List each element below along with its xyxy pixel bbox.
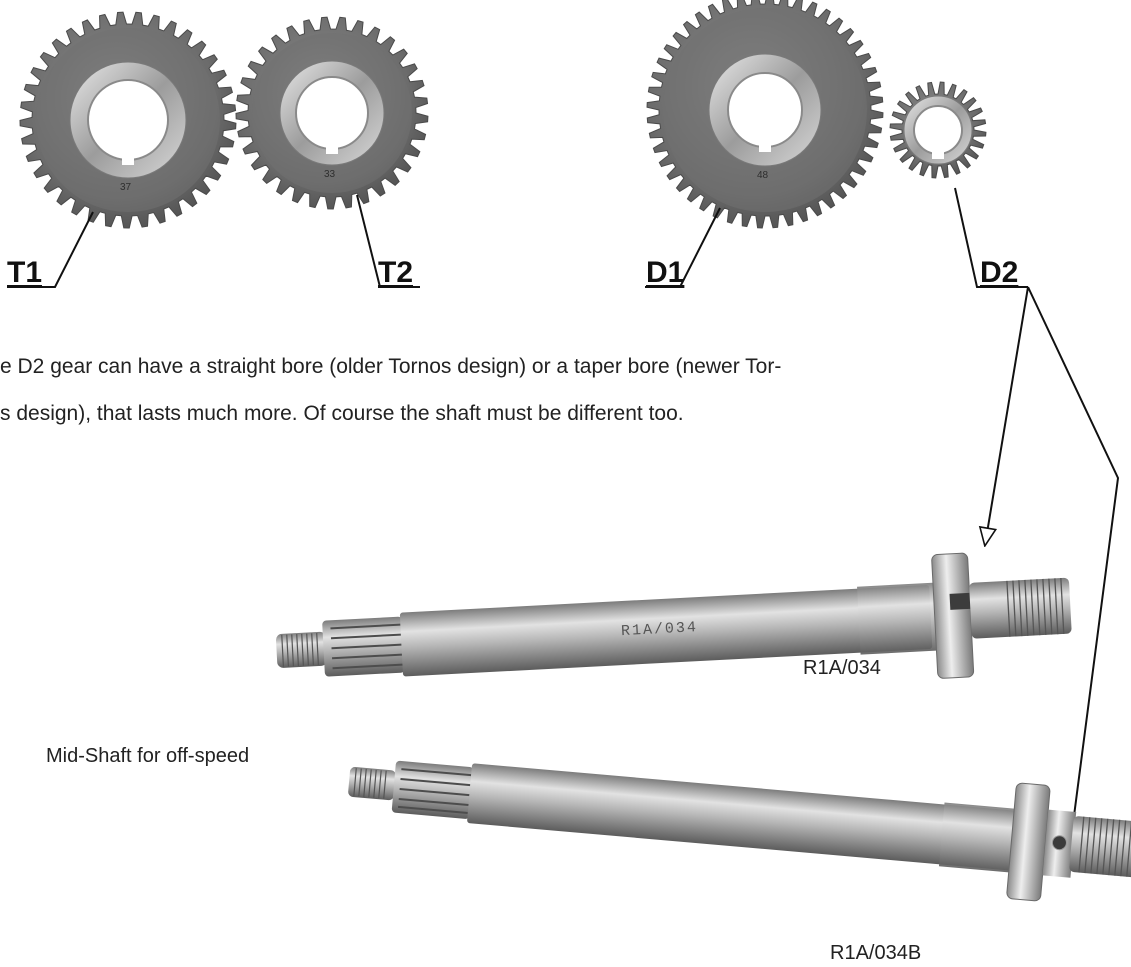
label-d2: D2 <box>980 256 1019 289</box>
caption-mid-shaft: Mid-Shaft for off-speed <box>46 745 250 767</box>
mid-shaft-r1a-034: R1A/034 <box>276 552 1072 679</box>
leader-d1 <box>645 207 721 288</box>
gear-d1-tooth-count: 48 <box>757 170 769 181</box>
pointer-arrows <box>985 286 1120 862</box>
arrow-to-shaft-2 <box>1027 286 1120 862</box>
label-t2: T2 <box>378 256 414 289</box>
gear-t2-tooth-count: 33 <box>324 169 336 180</box>
description-line-2: s design), that lasts much more. Of cour… <box>0 402 684 425</box>
leader-t1 <box>22 211 94 288</box>
arrow-to-shaft-1 <box>985 286 1029 545</box>
shaft-engraving: R1A/034 <box>621 619 699 640</box>
caption-part-r1a-034: R1A/034 <box>803 657 881 679</box>
gear-d2 <box>889 81 987 179</box>
label-t1: T1 <box>7 256 43 289</box>
gear-t1-tooth-count: 37 <box>120 182 132 193</box>
description-line-1: e D2 gear can have a straight bore (olde… <box>0 355 782 378</box>
gear-t1: 37 <box>19 11 237 229</box>
label-d1: D1 <box>646 256 685 289</box>
gear-d1: 48 <box>646 0 884 229</box>
leader-d2 <box>954 187 1028 288</box>
gear-t2: 33 <box>235 16 429 210</box>
leader-t2 <box>356 194 420 288</box>
caption-part-r1a-034b: R1A/034B <box>830 942 922 964</box>
leader-lines <box>22 187 1028 288</box>
mid-shaft-r1a-034b <box>348 760 1131 902</box>
